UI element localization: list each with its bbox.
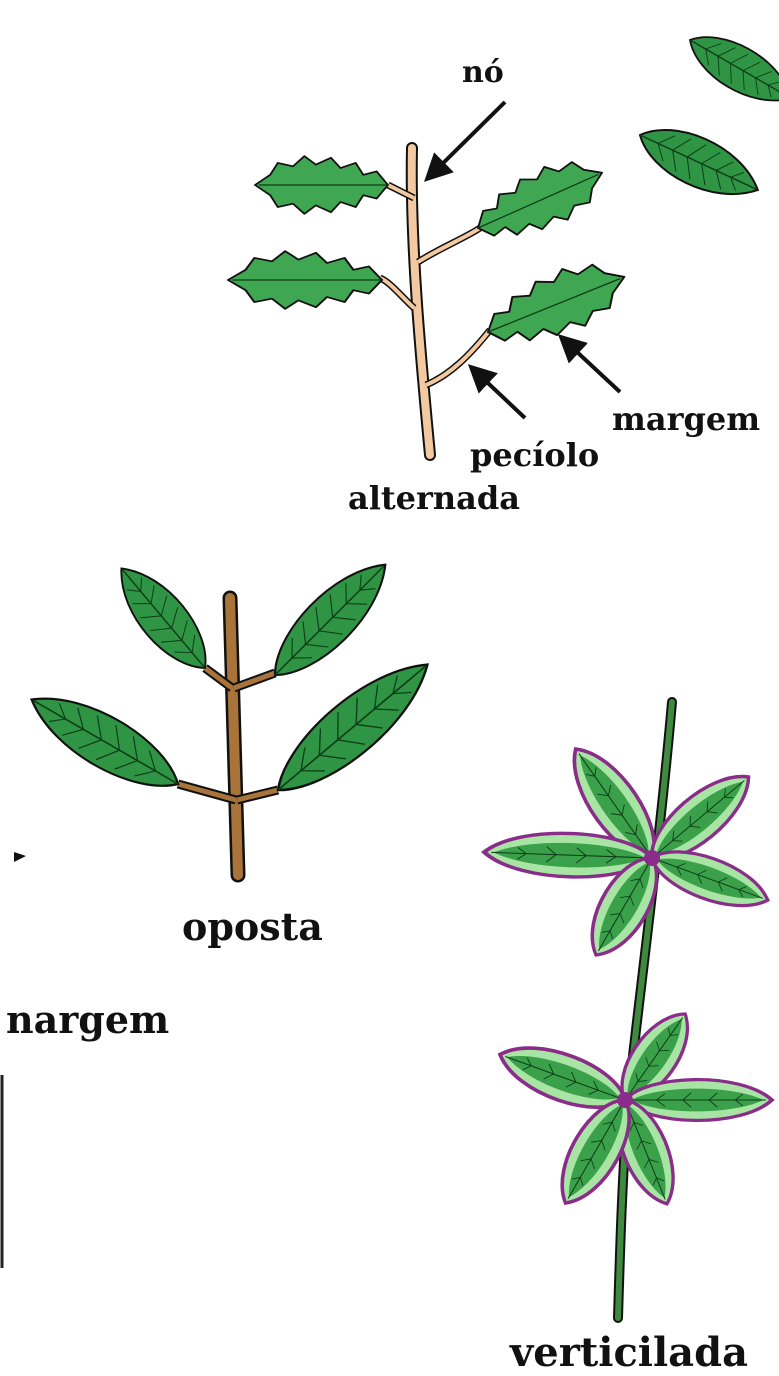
cropped-leaf-fragment [630,21,779,211]
upper-whorl [483,736,774,967]
arrow-icon [14,852,26,862]
label-margin: margem [612,400,760,438]
label-node: nó [462,55,504,90]
whorled-arrangement: verticilada [483,702,774,1376]
opposite-leaf [104,554,223,683]
label-opposite: oposta [182,904,323,949]
label-alternate: alternada [348,479,520,517]
spiny-leaf [477,249,636,361]
label-margin-cropped: nargem [6,997,169,1042]
label-whorled: verticilada [509,1329,748,1376]
arrow-icon [562,338,620,392]
opposite-arrangement: oposta [14,548,444,949]
arrow-icon [428,102,505,178]
arrow-icon [472,368,525,418]
label-petiole: pecíolo [470,436,599,474]
alternate-arrangement: nó margem pecíolo alternada [228,21,779,517]
